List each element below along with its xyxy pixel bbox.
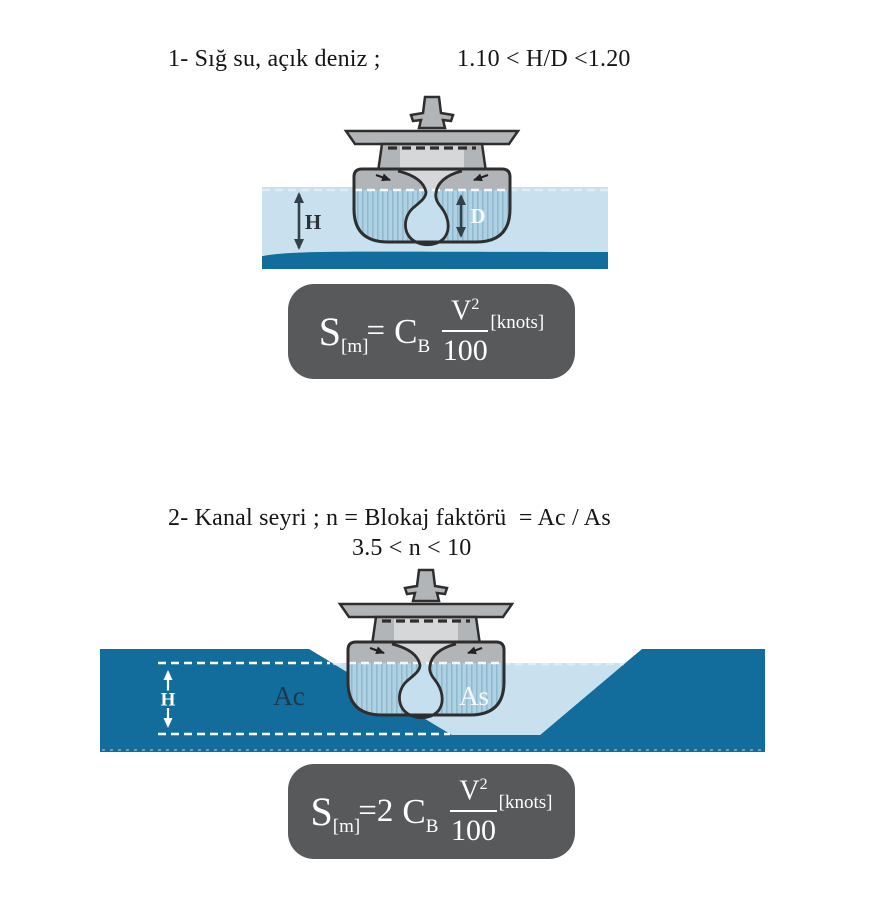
section1-condition: 1.10 < H/D <1.20 <box>457 46 631 72</box>
canal-floor <box>100 735 765 752</box>
formula-denominator: 100 <box>442 333 488 367</box>
formula-equals: = <box>366 313 386 349</box>
seabed <box>262 251 608 269</box>
canal-area-label: Ac <box>273 681 304 711</box>
open-sea-squat-formula: S [m] = C B V2 100 [knots] <box>288 284 575 379</box>
canal-diagram: H Ac As <box>100 568 765 752</box>
draft-measure-arrow: D <box>456 194 486 238</box>
formula-exponent: 2 <box>471 296 480 314</box>
formula-units: [knots] <box>490 311 545 333</box>
formula-denominator: 100 <box>451 813 496 847</box>
formula-numerator: V <box>459 775 480 807</box>
canal-depth-label: H <box>161 689 176 710</box>
formula-term-c: C <box>402 792 426 831</box>
section2-condition: 3.5 < n < 10 <box>352 535 472 561</box>
formula-term-s-sub: [m] <box>341 336 369 357</box>
canal-depth-measure-arrow: H <box>158 670 178 728</box>
canal-squat-formula: S [m] = 2 C B V2 100 [knots] <box>288 764 575 859</box>
formula-units: [knots] <box>498 791 553 813</box>
formula-equals: = <box>358 793 377 829</box>
formula-exponent: 2 <box>479 776 488 794</box>
canal-bank-left <box>100 649 452 735</box>
section1-heading: 1- Sığ su, açık deniz ; <box>168 46 381 72</box>
open-sea-diagram: H D <box>262 88 608 269</box>
draft-label: D <box>470 204 485 228</box>
formula-term-c-sub: B <box>425 816 439 837</box>
formula-coefficient: 2 <box>376 793 394 829</box>
formula-numerator: V <box>451 295 472 327</box>
depth-measure-arrow: H <box>294 192 321 250</box>
formula-fraction: V2 100 <box>442 295 489 367</box>
section2-heading: 2- Kanal seyri ; n = Blokaj faktörü = Ac… <box>168 505 611 531</box>
formula-term-s: S <box>310 788 333 834</box>
formula-term-s-sub: [m] <box>332 816 361 837</box>
formula-term-s: S <box>318 308 342 354</box>
formula-term-c-sub: B <box>417 336 431 357</box>
canal-bank-right <box>540 649 765 735</box>
depth-label: H <box>305 210 321 234</box>
formula-fraction: V2 100 <box>450 775 497 847</box>
formula-term-c: C <box>394 312 418 351</box>
ship-area-label: As <box>459 681 489 711</box>
